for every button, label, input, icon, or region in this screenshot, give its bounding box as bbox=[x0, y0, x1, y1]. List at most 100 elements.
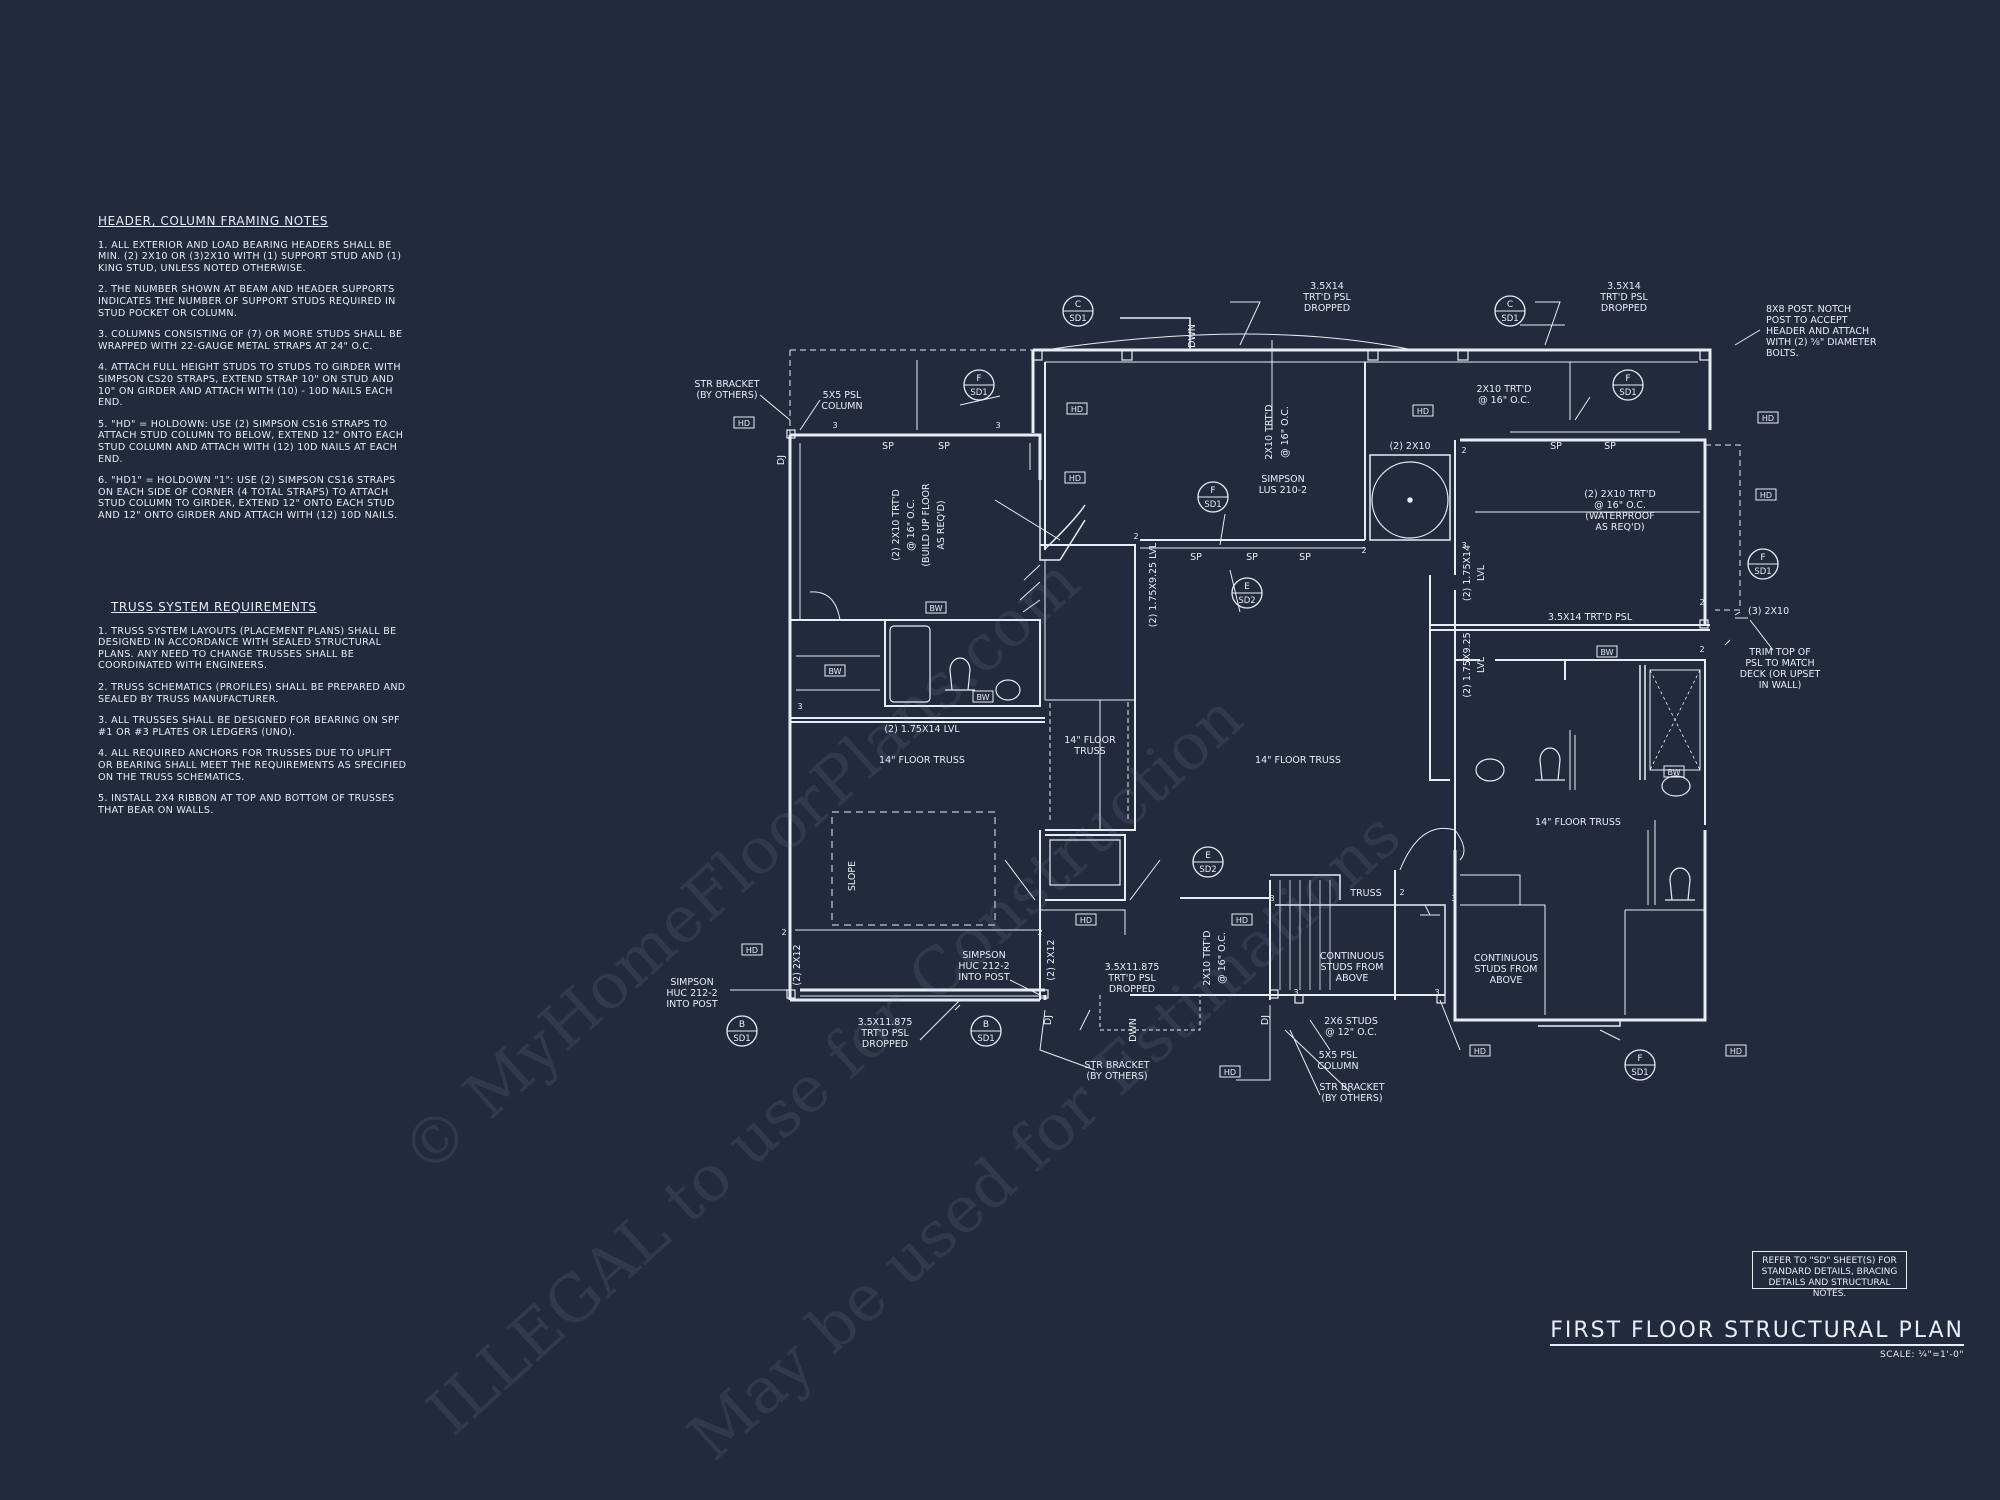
plan-label: SP bbox=[1246, 552, 1258, 563]
callout-sheet: SD1 bbox=[970, 388, 987, 398]
stud-count: 3 bbox=[1293, 988, 1298, 997]
stud-count: 2 bbox=[1699, 598, 1704, 607]
plan-label: TRT'D PSL bbox=[1107, 973, 1156, 984]
callout-sheet: SD1 bbox=[1754, 567, 1771, 577]
stud-count: 2 bbox=[781, 928, 786, 937]
plan-rotated-label: (2) 2x10 TRT'D bbox=[891, 489, 902, 561]
stud-count: 2 bbox=[1399, 888, 1404, 897]
tag-text: BW bbox=[929, 604, 942, 613]
stud-count: 2 bbox=[1037, 928, 1042, 937]
plan-label: CONTINUOUS bbox=[1474, 953, 1538, 964]
plan-label: DROPPED bbox=[1601, 303, 1647, 314]
plan-tag: HD bbox=[1412, 404, 1434, 417]
plan-tag: HD bbox=[1757, 411, 1779, 424]
truss-notes-title: TRUSS SYSTEM REQUIREMENTS bbox=[111, 600, 317, 614]
truss-note-4: 4. ALL REQUIRED ANCHORS FOR TRUSSES DUE … bbox=[98, 748, 407, 783]
header-note-4: 4. ATTACH FULL HEIGHT STUDS TO STUDS TO … bbox=[98, 362, 401, 409]
plan-label: (2) 2x10 TRT'D bbox=[1584, 489, 1656, 500]
stud-count: 3 bbox=[1269, 894, 1274, 903]
plan-label: DROPPED bbox=[862, 1039, 908, 1050]
tag-box bbox=[1663, 765, 1685, 778]
plan-label: IN WALL) bbox=[1759, 680, 1802, 691]
plan-label: 3.5x14 bbox=[1607, 281, 1641, 292]
plan-rotated-label: LVL bbox=[1476, 564, 1487, 581]
tag-box bbox=[1066, 402, 1088, 415]
plan-label: SP bbox=[938, 441, 950, 452]
plan-label: DROPPED bbox=[1109, 984, 1155, 995]
plan-rotated-label: (2) 2x12 bbox=[1046, 939, 1057, 980]
plan-label: CONTINUOUS bbox=[1320, 951, 1384, 962]
plan-label: 5x5 PSL bbox=[1319, 1050, 1358, 1061]
callout-sheet: SD1 bbox=[733, 1034, 750, 1044]
tag-text: HD bbox=[1236, 916, 1248, 925]
plan-label: SP bbox=[1604, 441, 1616, 452]
tag-text: BW bbox=[1600, 648, 1613, 657]
tag-text: BW bbox=[828, 667, 841, 676]
plan-rotated-label: SLOPE bbox=[847, 861, 858, 891]
tag-box bbox=[1757, 411, 1779, 424]
tag-box bbox=[741, 943, 763, 956]
plan-label: INTO POST bbox=[666, 999, 717, 1010]
header-framing-notes: HEADER, COLUMN FRAMING NOTES 1. ALL EXTE… bbox=[98, 215, 408, 531]
plan-label: 3.5x11.875 bbox=[858, 1017, 913, 1028]
callout-sheet: SD2 bbox=[1238, 596, 1255, 606]
plan-rotated-label: 2x10 TRT'D bbox=[1202, 930, 1213, 985]
plan-label: HUC 212-2 bbox=[958, 961, 1009, 972]
stud-count: 3 bbox=[1434, 988, 1439, 997]
plan-label: STUDS FROM bbox=[1475, 964, 1538, 975]
plan-rotated-label: 2x10 TRT'D bbox=[1264, 404, 1275, 459]
tag-text: HD bbox=[1417, 407, 1429, 416]
plan-label: 14" FLOOR TRUSS bbox=[1535, 817, 1621, 828]
tag-box bbox=[925, 601, 947, 614]
tag-box bbox=[1231, 913, 1253, 926]
plan-label: 3.5x11.875 bbox=[1105, 962, 1160, 973]
header-note-6: 6. "HD1" = HOLDOWN "1": USE (2) SIMPSON … bbox=[98, 475, 398, 521]
plan-label: INTO POST bbox=[958, 972, 1009, 983]
plan-rotated-label: DJ bbox=[1260, 1015, 1271, 1025]
tag-box bbox=[1596, 645, 1618, 658]
plan-rotated-label: DJ bbox=[776, 455, 787, 465]
plan-tag: BW bbox=[1663, 765, 1685, 778]
plan-label: STR BRACKET bbox=[694, 379, 759, 390]
plan-tag: BW bbox=[824, 664, 846, 677]
plan-label: COLUMN bbox=[821, 401, 862, 412]
plan-label: DROPPED bbox=[1304, 303, 1350, 314]
truss-note-5: 5. INSTALL 2X4 RIBBON AT TOP AND BOTTOM … bbox=[98, 793, 395, 816]
callout-detail-letter: E bbox=[1244, 582, 1250, 592]
callout-sheet: SD1 bbox=[1069, 314, 1086, 324]
callout-sheet: SD2 bbox=[1199, 865, 1216, 875]
tag-text: HD bbox=[746, 946, 758, 955]
plan-title: FIRST FLOOR STRUCTURAL PLAN bbox=[1550, 1318, 1964, 1346]
plan-label: 5x5 PSL bbox=[823, 390, 862, 401]
truss-note-1: 1. TRUSS SYSTEM LAYOUTS (PLACEMENT PLANS… bbox=[98, 625, 397, 672]
header-note-1: 1. ALL EXTERIOR AND LOAD BEARING HEADERS… bbox=[98, 239, 402, 274]
tag-box bbox=[1755, 488, 1777, 501]
plan-tag: BW bbox=[972, 690, 994, 703]
plan-tag: HD bbox=[1231, 913, 1253, 926]
tag-text: HD bbox=[1474, 1047, 1486, 1056]
plan-label: TRT'D PSL bbox=[1599, 292, 1648, 303]
plan-label: 3.5x14 TRT'D PSL bbox=[1548, 612, 1633, 623]
tag-box bbox=[972, 690, 994, 703]
callout-sheet: SD1 bbox=[1204, 500, 1221, 510]
plan-label: (BY OTHERS) bbox=[696, 390, 757, 401]
truss-note-2: 2. TRUSS SCHEMATICS (PROFILES) SHALL BE … bbox=[98, 681, 406, 705]
plan-tag: BW bbox=[925, 601, 947, 614]
callout-detail-letter: B bbox=[983, 1020, 989, 1030]
tag-box bbox=[1469, 1044, 1491, 1057]
plan-label: ABOVE bbox=[1490, 975, 1523, 986]
plan-label: SIMPSON bbox=[1261, 474, 1304, 485]
callout-detail-letter: F bbox=[1637, 1054, 1642, 1064]
tag-text: HD bbox=[1760, 491, 1772, 500]
plan-tag: HD bbox=[1725, 1044, 1747, 1057]
header-note-2: 2. THE NUMBER SHOWN AT BEAM AND HEADER S… bbox=[98, 284, 396, 319]
plan-label: 8x8 POST. NOTCH bbox=[1766, 304, 1851, 315]
stud-count: 3 bbox=[1461, 541, 1466, 550]
